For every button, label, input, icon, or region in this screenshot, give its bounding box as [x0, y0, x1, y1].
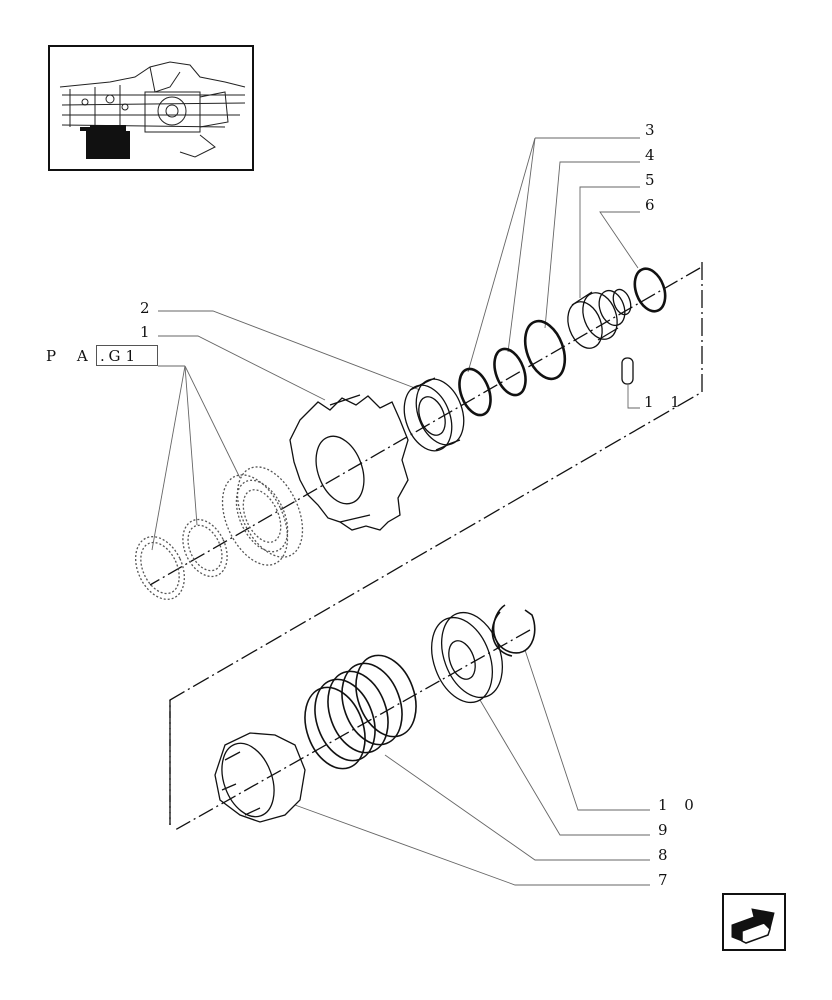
ring-3a [458, 367, 492, 417]
back-navigation-button[interactable] [722, 893, 786, 951]
ring-6 [633, 267, 667, 313]
washer-9 [431, 611, 503, 704]
callout-3: 3 [645, 121, 661, 139]
group-boundary-line [169, 262, 703, 825]
circlip-left [135, 536, 185, 600]
callout-10: 1 0 [658, 796, 700, 814]
page-ref-number[interactable]: . 1 [100, 347, 144, 365]
gear-2 [403, 377, 465, 452]
upper-shaft-axis [149, 267, 701, 586]
piston-5 [567, 288, 632, 349]
callout-11: 1 1 [644, 393, 686, 411]
callout-9: 9 [658, 821, 674, 839]
callout-7: 7 [658, 871, 674, 889]
page-ref-label: P A G [46, 347, 129, 365]
bearing-left [221, 466, 304, 566]
page-ref-box[interactable] [96, 345, 158, 366]
ring-4 [523, 319, 567, 381]
callout-6: 6 [645, 196, 661, 214]
callout-1: 1 [140, 323, 156, 341]
gear-1 [289, 394, 409, 531]
callout-4: 4 [645, 146, 661, 164]
ring-left [182, 518, 228, 578]
back-arrow-icon [731, 908, 775, 944]
locator-thumbnail [48, 45, 254, 171]
circlip-10 [491, 604, 536, 657]
lower-shaft-axis [174, 629, 531, 831]
hub-7 [214, 732, 306, 823]
pin-11 [621, 357, 634, 385]
callout-2: 2 [140, 299, 156, 317]
callout-8: 8 [658, 846, 674, 864]
ring-3b [493, 347, 527, 397]
spring-8 [304, 654, 417, 770]
transmission-thumbnail-icon [59, 61, 246, 159]
callout-5: 5 [645, 171, 661, 189]
